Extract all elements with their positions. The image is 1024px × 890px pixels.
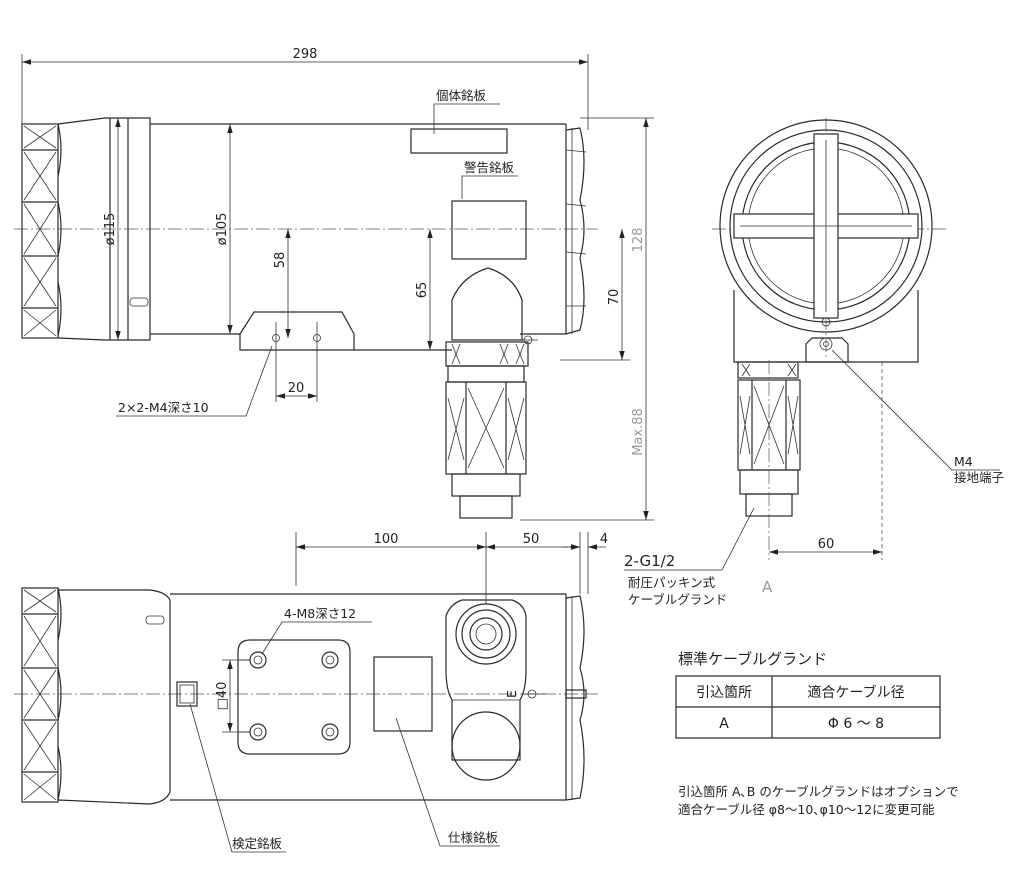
- dim-dia-115: ø115: [103, 213, 118, 246]
- label-mount-holes: 2×2-M4深さ10: [118, 400, 209, 415]
- dim-60: 60: [818, 537, 835, 552]
- label-individual-nameplate: 個体銘板: [436, 88, 487, 103]
- dim-20: 20: [288, 381, 305, 396]
- notes: 引込箇所 A､B のケーブルグランドはオプションで 適合ケーブル径 φ8～10､…: [678, 784, 959, 817]
- dim-dia-105: ø105: [215, 213, 230, 246]
- dim-70: 70: [607, 289, 622, 306]
- side-view-labels: 60 M4 接地端子 2-G1/2 耐圧パッキン式 ケーブルグランド A: [624, 454, 1004, 607]
- table-cell-cable-dia: Φ 6 ～ 8: [828, 716, 884, 732]
- table-title: 標準ケーブルグランド: [678, 650, 827, 668]
- cable-gland-table: 標準ケーブルグランド 引込箇所 適合ケーブル径 A Φ 6 ～ 8: [675, 650, 941, 739]
- label-inspection-plate: 検定銘板: [232, 836, 283, 851]
- dim-sq-40: □40: [215, 682, 230, 711]
- label-gland-line2: ケーブルグランド: [628, 592, 727, 607]
- side-view: [624, 118, 1000, 571]
- label-bottom-holes: 4-M8深さ12: [284, 606, 356, 621]
- label-warning-nameplate: 警告銘板: [464, 160, 515, 175]
- note-line-2: 適合ケーブル径 φ8～10､φ10～12に変更可能: [678, 802, 935, 817]
- dim-128: 128: [631, 228, 646, 253]
- front-view-labels: 298 ø115 ø105 58 65 70 128 Max.88 20 個体銘…: [103, 47, 646, 456]
- left-hex-cap: [21, 123, 62, 339]
- dim-overall-length: 298: [293, 47, 318, 62]
- dim-4: 4: [600, 532, 608, 547]
- dim-65: 65: [415, 282, 430, 299]
- label-spec-plate: 仕様銘板: [448, 830, 499, 845]
- label-ground-terminal: 接地端子: [954, 470, 1004, 485]
- bottom-hex-cap: [21, 587, 62, 803]
- label-conduit: 2-G1/2: [624, 552, 675, 570]
- dim-58: 58: [273, 252, 288, 269]
- table-header-cable-dia: 適合ケーブル径: [807, 684, 904, 701]
- front-view: [14, 54, 654, 521]
- label-earth-mark: E: [504, 690, 519, 698]
- dim-max-88: Max.88: [631, 408, 646, 456]
- label-gland-a: A: [762, 578, 773, 596]
- dim-100: 100: [374, 532, 399, 547]
- bottom-view: [14, 532, 606, 853]
- bottom-view-labels: 100 50 4 □40 4-M8深さ12 検定銘板 仕様銘板 E: [215, 532, 608, 851]
- label-gland-line1: 耐圧パッキン式: [628, 575, 716, 590]
- note-line-1: 引込箇所 A､B のケーブルグランドはオプションで: [678, 784, 959, 799]
- table-header-inlet: 引込箇所: [696, 684, 752, 701]
- label-m4: M4: [954, 454, 973, 469]
- dim-50: 50: [523, 532, 540, 547]
- table-cell-inlet: A: [719, 716, 729, 732]
